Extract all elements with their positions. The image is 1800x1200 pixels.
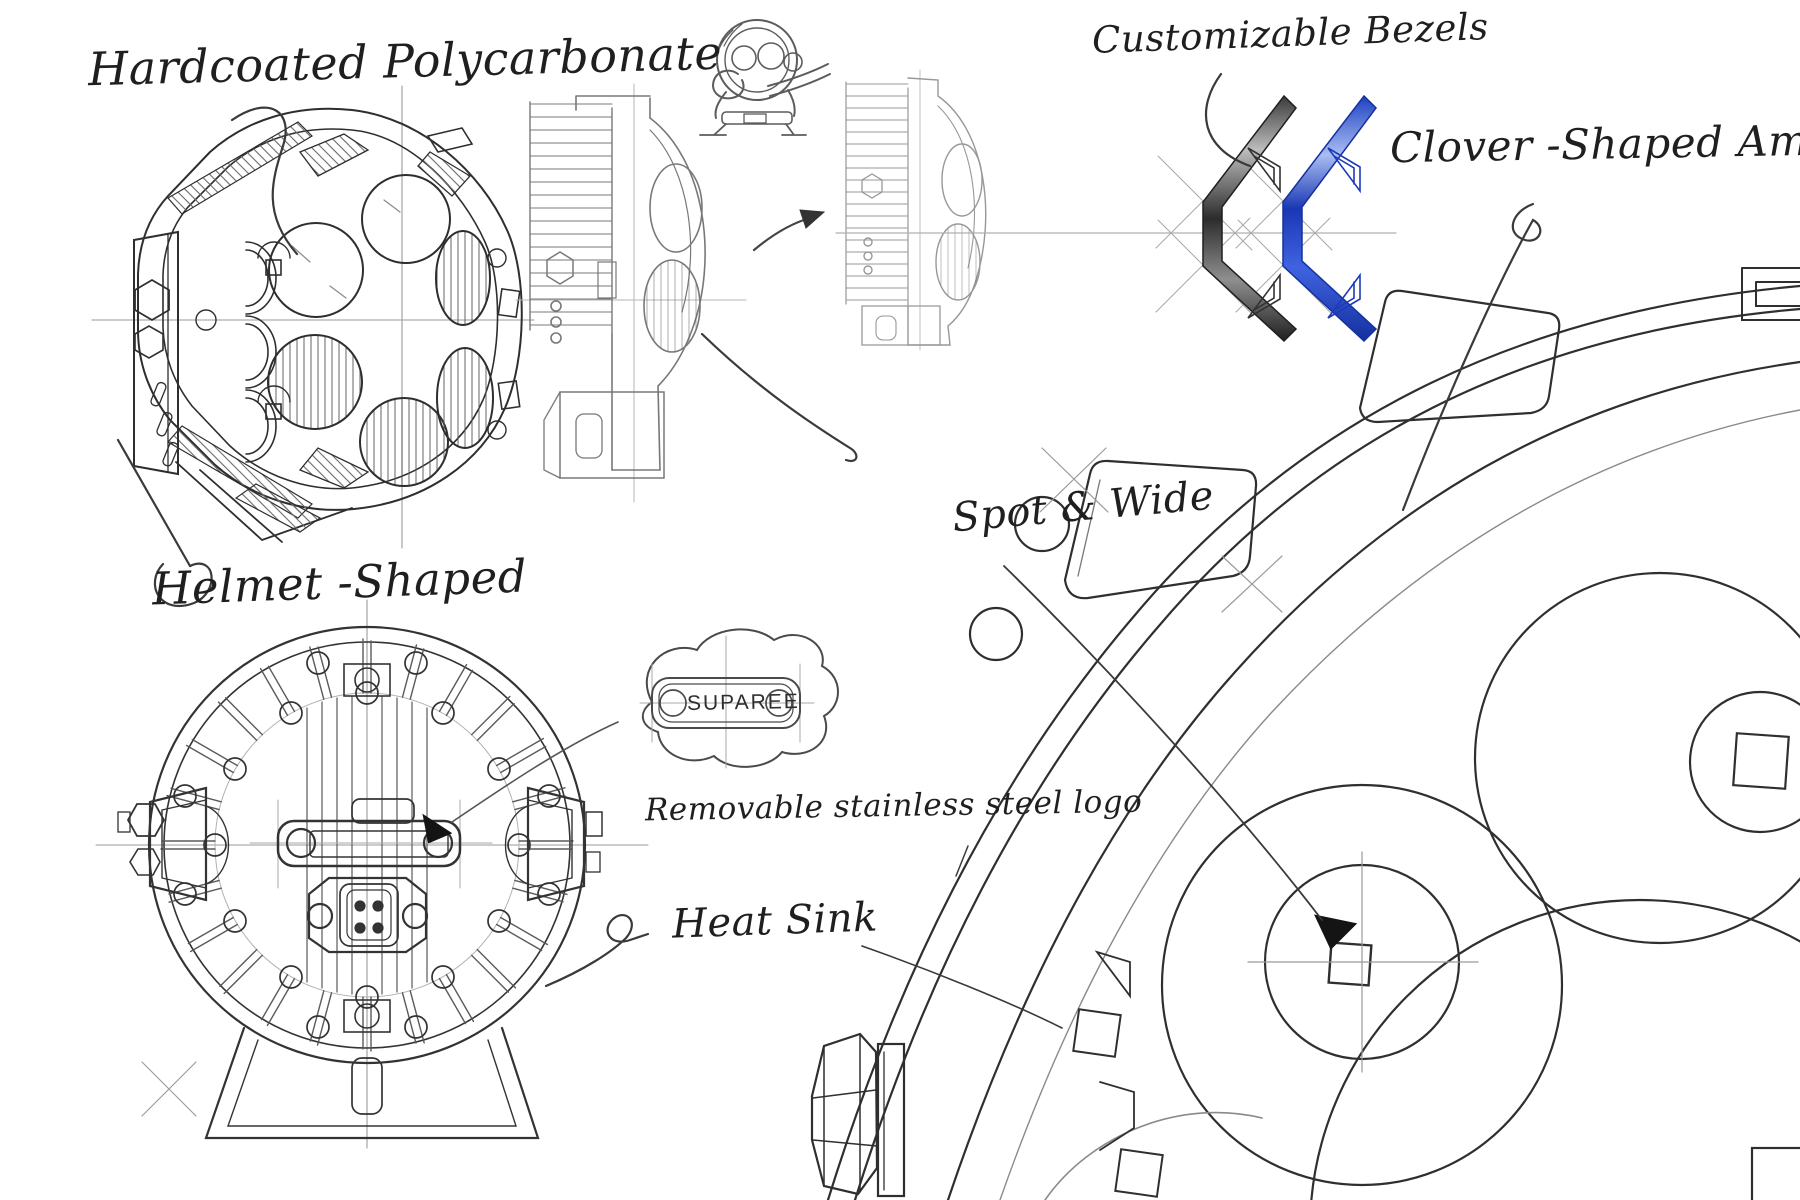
mount-base (141, 1026, 540, 1140)
brand-logo-text: SUPAREE (686, 690, 800, 715)
leader-lines (116, 72, 1542, 1029)
small-side-view-sketch (845, 69, 987, 351)
connector-plug (306, 876, 429, 954)
rear-heatsink-sketch (95, 599, 649, 1149)
side-brackets (117, 786, 603, 902)
rim-bolt (810, 1032, 906, 1198)
screw-ring (173, 651, 561, 1039)
logo-callout-cloud (451, 628, 839, 823)
mascot-dab-figure (699, 19, 831, 136)
bezel-options (835, 94, 1397, 343)
lens-closeup-sketch (810, 267, 1800, 1200)
annotation-heat-sink: Heat Sink (671, 894, 879, 948)
heatsink-fins (160, 638, 574, 1052)
side-view-sketch (515, 83, 747, 503)
bezel-option-blue (1282, 94, 1378, 343)
front-view-sketch (91, 85, 535, 549)
cursor-arrow-led (1314, 914, 1358, 950)
bezel-option-dark (1202, 94, 1298, 343)
logo-plate (249, 798, 493, 889)
cursor-arrow-logo (422, 813, 453, 844)
arrow-squiggle (752, 209, 826, 252)
annotation-clover-amber-drl: Clover -Shaped Amber DRL (1389, 113, 1800, 173)
